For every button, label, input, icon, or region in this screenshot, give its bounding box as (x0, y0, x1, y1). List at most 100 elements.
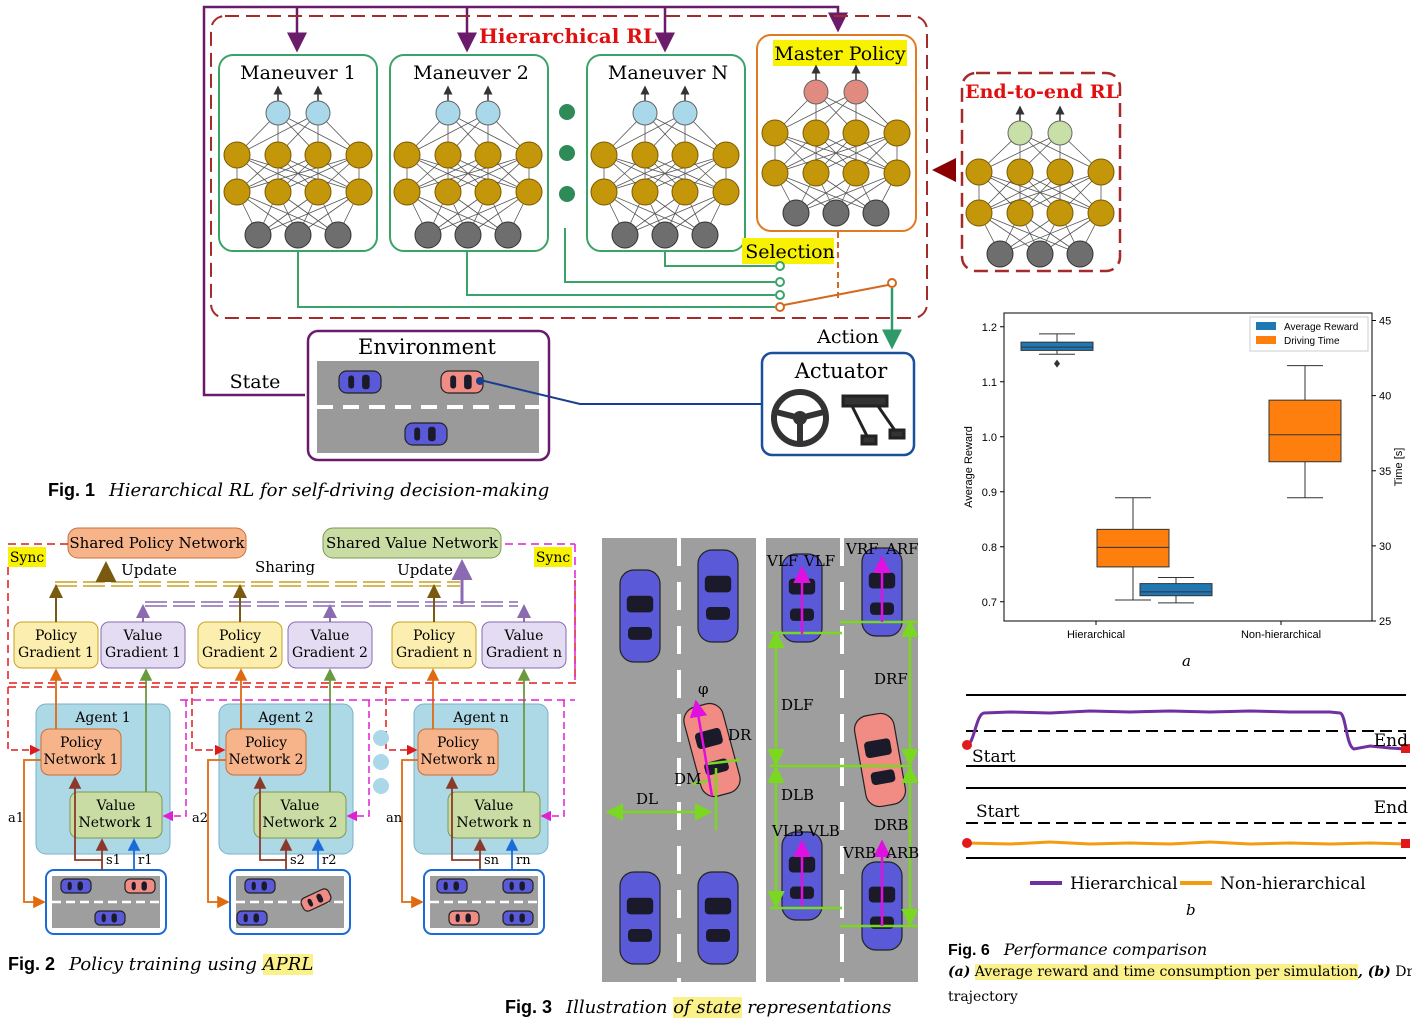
hidden-node (965, 158, 993, 186)
dr-label: DR (728, 726, 752, 744)
state-label: State (230, 371, 281, 393)
fig1-diagram: Hierarchical RL Maneuver 1 Maneuver 2 Ma… (202, 5, 1122, 462)
input-node (986, 240, 1014, 268)
legend-nonhierarchical: Non-hierarchical (1220, 874, 1366, 894)
hidden-node (304, 141, 332, 169)
end-to-end-title: End-to-end RL (965, 81, 1119, 103)
hidden-node (304, 178, 332, 206)
legend-hierarchical: Hierarchical (1070, 874, 1178, 894)
car-icon (60, 878, 92, 894)
action-label: an (386, 811, 403, 826)
fig6b-panel-label: b (1186, 901, 1196, 919)
box (1268, 399, 1342, 463)
value-network-box (69, 791, 163, 839)
drb-label: DRB (874, 816, 908, 834)
input-node (244, 221, 272, 249)
fig2-caption-label: Fig. 2 (8, 954, 56, 974)
hidden-node (264, 178, 292, 206)
fig3-caption-label: Fig. 3 (505, 997, 553, 1017)
car-icon (697, 549, 739, 643)
arb-label: ARB (885, 844, 919, 862)
fig6-caption-label: Fig. 6 (948, 942, 990, 959)
fig6b-trajectory: Start End Start End Hierarchical Non-hie… (962, 694, 1410, 919)
legend-label: Driving Time (1284, 336, 1340, 347)
output-node (1007, 120, 1033, 146)
y-tick-label: 1.0 (982, 432, 997, 444)
y-axis-label: Average Reward (963, 426, 975, 508)
fig6-caption-line3: trajectory (948, 989, 1018, 1005)
maneuver-1-label: Maneuver 1 (240, 62, 356, 84)
hidden-node (1006, 199, 1034, 227)
output-node (632, 100, 658, 126)
x-tick-label: Hierarchical (1067, 629, 1125, 641)
car-icon (300, 888, 332, 912)
hidden-node (965, 199, 993, 227)
hidden-node (761, 159, 789, 187)
end-to-end-box (960, 71, 1122, 273)
action-label: a2 (192, 811, 208, 826)
hidden-node (712, 141, 740, 169)
drf-label: DRF (874, 670, 908, 688)
input-node (324, 221, 352, 249)
arf-label: ARF (885, 540, 919, 558)
fig3-caption-highlight: of state (673, 997, 742, 1018)
hidden-node (345, 141, 373, 169)
fig6-caption-highlight: Average reward and time consumption per … (974, 964, 1358, 980)
hidden-node (515, 178, 543, 206)
plot-frame (1003, 312, 1373, 622)
input-node (414, 221, 442, 249)
input-node (611, 221, 639, 249)
y2-tick-label: 30 (1379, 541, 1391, 553)
state-label: sn (484, 853, 500, 868)
sync-right-label: Sync (536, 550, 571, 566)
hidden-node (515, 141, 543, 169)
legend-swatch (1256, 336, 1276, 344)
vrf-label: VRF (845, 540, 879, 558)
fig1-caption-label: Fig. 1 (48, 480, 96, 500)
y2-tick-label: 40 (1379, 391, 1391, 403)
vlb2-label: VLB (807, 822, 840, 840)
policy-network-box (417, 728, 499, 776)
master-policy-box (756, 34, 917, 232)
maneuver-2-label: Maneuver 2 (413, 62, 529, 84)
car-icon (619, 569, 661, 663)
output-node (435, 100, 461, 126)
y-tick-label: 1.2 (982, 322, 997, 334)
car-icon (697, 871, 739, 965)
fig6-caption-b: , (b) (1358, 964, 1391, 980)
vrb-label: VRB (842, 844, 876, 862)
pedals-icon (841, 394, 906, 446)
output-node (803, 79, 829, 105)
dlf-label: DLF (781, 696, 813, 714)
fig6-caption-line2: (a) Average reward and time consumption … (948, 964, 1412, 980)
steering-wheel-icon (771, 389, 829, 447)
sharing-label: Sharing (255, 558, 316, 576)
fig3-caption-post: representations (747, 997, 892, 1018)
output-node (475, 100, 501, 126)
x-tick-label: Non-hierarchical (1241, 629, 1321, 641)
car-icon (94, 910, 126, 926)
dl-label: DL (636, 790, 658, 808)
hidden-node (1046, 158, 1074, 186)
hidden-node (393, 178, 421, 206)
hidden-node (883, 159, 911, 187)
fig2-diagram: Shared Policy Network Shared Value Netwo… (7, 527, 576, 935)
end-label-2: End (1374, 798, 1408, 818)
legend-label: Average Reward (1284, 322, 1358, 333)
car-icon (440, 370, 484, 394)
start-label-2: Start (976, 802, 1020, 822)
fig6-caption-a: (a) (948, 964, 971, 980)
input-node (284, 221, 312, 249)
legend-swatch (1256, 322, 1276, 330)
hidden-node (434, 178, 462, 206)
vlf2-label: VLF (803, 552, 835, 570)
fig2-caption-text: Policy training using (69, 954, 257, 975)
